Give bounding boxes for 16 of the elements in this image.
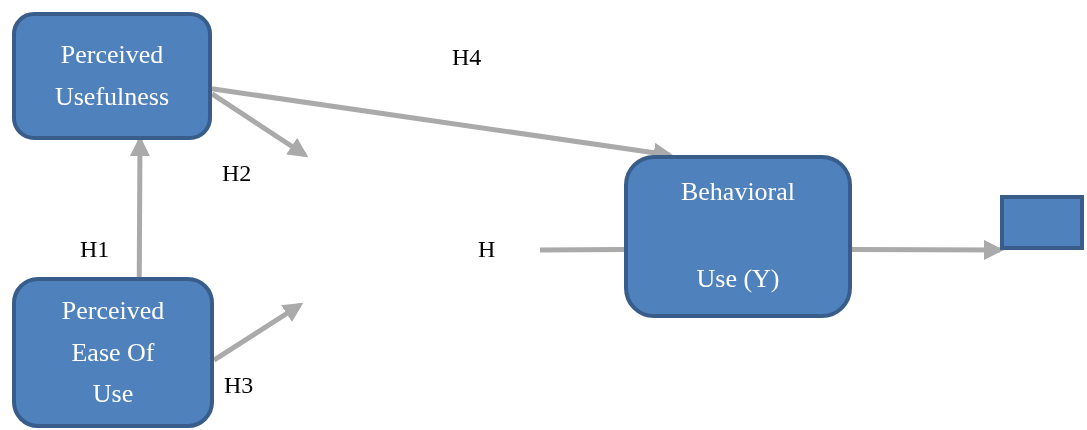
edge-label: H2	[222, 160, 252, 187]
blank-box	[1000, 195, 1084, 250]
node-text: Use (Y)	[696, 263, 780, 296]
node-text: Behavioral	[680, 176, 796, 208]
node-text: Perceived Ease Of Use	[60, 295, 166, 411]
edge-label: H	[478, 236, 496, 263]
process-box	[624, 155, 852, 318]
process-box	[12, 12, 212, 140]
process-box	[12, 277, 214, 428]
node-text: Perceived Usefulness	[53, 39, 171, 113]
arrow	[210, 91, 309, 158]
edge-label: H1	[80, 236, 110, 263]
edge-label: H4	[452, 44, 482, 71]
arrow	[212, 302, 304, 363]
edge-label: H3	[224, 372, 254, 399]
arrow	[852, 239, 1004, 260]
